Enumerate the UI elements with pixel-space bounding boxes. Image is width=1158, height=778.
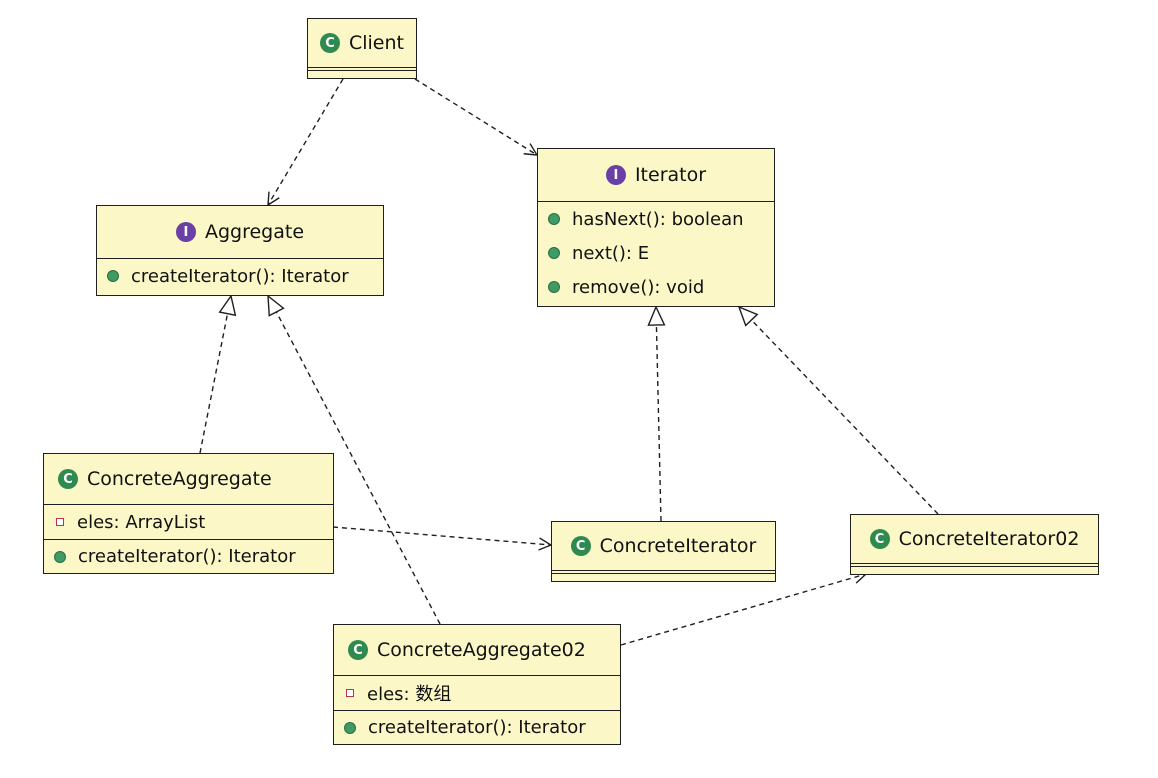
dependency-concreteaggregate-concreteiterator — [332, 526, 551, 545]
class-name: Client — [348, 32, 404, 54]
method-signature: hasNext(): boolean — [572, 208, 744, 230]
field-row: eles: ArrayList — [44, 505, 333, 539]
class-name: ConcreteIterator02 — [898, 528, 1080, 550]
fields-section: eles: 数组 — [334, 676, 620, 711]
field-declaration: eles: ArrayList — [77, 511, 206, 533]
interface-aggregate[interactable]: I Aggregate createIterator(): Iterator — [96, 205, 384, 296]
realization-concreteiterator-iterator — [656, 307, 661, 522]
class-client-header: C Client — [308, 19, 416, 71]
private-field-icon — [56, 518, 64, 526]
realization-concreteaggregate-aggregate — [199, 296, 231, 454]
field-declaration: eles: 数组 — [367, 684, 452, 705]
interface-name: Aggregate — [204, 221, 305, 243]
class-concreteiterator-header: C ConcreteIterator — [552, 522, 775, 574]
interface-name: Iterator — [634, 164, 707, 186]
class-concreteaggregate-header: C ConcreteAggregate — [44, 454, 333, 505]
class-concreteaggregate02[interactable]: C ConcreteAggregate02 eles: 数组 createIte… — [333, 624, 621, 745]
class-icon: C — [570, 536, 591, 556]
dependency-client-iterator — [414, 78, 537, 155]
interface-iterator-header: I Iterator — [538, 149, 774, 202]
method-signature: createIterator(): Iterator — [368, 717, 586, 738]
method-row: hasNext(): boolean — [538, 202, 774, 236]
field-row: eles: 数组 — [334, 676, 620, 710]
public-method-icon — [548, 281, 560, 293]
class-concreteaggregate02-header: C ConcreteAggregate02 — [334, 625, 620, 676]
interface-iterator[interactable]: I Iterator hasNext(): boolean next(): E … — [537, 148, 775, 307]
method-row: remove(): void — [538, 270, 774, 304]
methods-section: createIterator(): Iterator — [97, 259, 383, 293]
class-concreteiterator02-header: C ConcreteIterator02 — [851, 515, 1098, 567]
public-method-icon — [54, 550, 66, 563]
private-field-icon — [346, 689, 354, 697]
public-method-icon — [548, 213, 560, 225]
method-signature: createIterator(): Iterator — [131, 265, 349, 287]
fields-section: eles: ArrayList — [44, 505, 333, 540]
class-icon: C — [348, 640, 368, 660]
class-client[interactable]: C Client — [307, 18, 417, 79]
class-concreteiterator[interactable]: C ConcreteIterator — [551, 521, 776, 582]
realization-concreteaggregate02-aggregate — [268, 296, 441, 625]
method-row: next(): E — [538, 236, 774, 270]
methods-section: createIterator(): Iterator — [44, 540, 333, 573]
class-concreteaggregate[interactable]: C ConcreteAggregate eles: ArrayList crea… — [43, 453, 334, 574]
interface-icon: I — [605, 165, 626, 185]
dependency-client-aggregate — [268, 78, 344, 205]
realization-concreteiterator02-iterator — [739, 307, 939, 515]
method-row: createIterator(): Iterator — [97, 259, 383, 293]
method-row: createIterator(): Iterator — [334, 711, 620, 744]
class-name: ConcreteAggregate — [87, 468, 272, 490]
class-icon: C — [58, 469, 78, 489]
public-method-icon — [548, 247, 560, 259]
public-method-icon — [107, 270, 119, 282]
interface-icon: I — [175, 222, 196, 242]
method-signature: remove(): void — [572, 276, 705, 298]
class-icon: C — [319, 33, 340, 53]
methods-section: createIterator(): Iterator — [334, 711, 620, 744]
method-row: createIterator(): Iterator — [44, 540, 333, 573]
methods-section: hasNext(): boolean next(): E remove(): v… — [538, 202, 774, 304]
dependency-concreteaggregate02-concreteiterator02 — [620, 574, 866, 646]
interface-aggregate-header: I Aggregate — [97, 206, 383, 259]
method-signature: next(): E — [572, 242, 650, 264]
class-icon: C — [869, 529, 890, 549]
class-name: ConcreteIterator — [599, 535, 757, 557]
class-name: ConcreteAggregate02 — [377, 639, 586, 661]
public-method-icon — [344, 721, 356, 734]
class-concreteiterator02[interactable]: C ConcreteIterator02 — [850, 514, 1099, 575]
method-signature: createIterator(): Iterator — [78, 546, 296, 567]
